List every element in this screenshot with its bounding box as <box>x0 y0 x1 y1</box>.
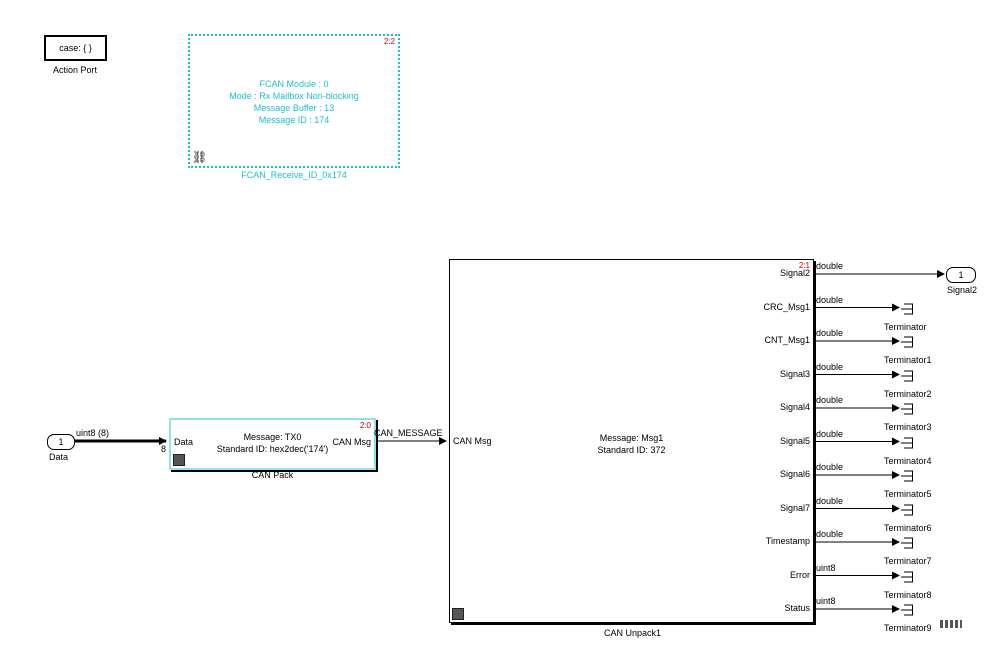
output-signal-type: double <box>816 395 844 405</box>
fcan-mode-line: Mode : Rx Mailbox Non-blocking <box>229 91 359 101</box>
bus-width-label: 8 <box>161 444 167 454</box>
can-pack-output-port: CAN Msg <box>332 437 371 447</box>
can-unpack-output-port: Status <box>784 603 810 613</box>
terminator-block[interactable] <box>901 469 913 482</box>
terminator-icon <box>901 437 913 448</box>
can-unpack-params: Message: Msg1 Standard ID: 372 <box>450 432 813 456</box>
link-icon: ⛓ <box>192 150 208 164</box>
can-pack-input-port: Data <box>174 437 194 447</box>
terminator-label: Terminator3 <box>884 422 932 432</box>
can-unpack-output-port: Timestamp <box>765 536 810 546</box>
output-signal-type: double <box>816 495 844 506</box>
terminator-label: Terminator4 <box>884 455 932 466</box>
output-signal-type: double <box>816 261 844 271</box>
terminator-label: Terminator8 <box>884 589 932 600</box>
inport-data-type: uint8 (8) <box>76 428 110 438</box>
can-pack-message-line: Message: TX0 <box>243 432 302 442</box>
fcan-receive-block[interactable]: 2:2 FCAN Module : 0 Mode : Rx Mailbox No… <box>188 34 400 168</box>
action-port-block[interactable]: case: { } <box>44 35 107 61</box>
can-pack-icon <box>173 454 185 466</box>
output-signal-type: double <box>816 529 844 539</box>
terminator-block[interactable] <box>901 536 913 549</box>
action-port-label: Action Port <box>52 65 98 75</box>
resize-grip-icon[interactable] <box>940 620 962 628</box>
terminator-label: Terminator <box>884 321 927 332</box>
output-signal-type: double <box>816 328 844 338</box>
can-unpack-output-port: Signal4 <box>779 402 810 412</box>
output-signal-type: double <box>816 428 844 439</box>
output-signal-type: double <box>816 361 844 372</box>
can-pack-tag: 2:0 <box>359 421 371 430</box>
output-signal-type: double <box>816 294 844 305</box>
can-unpack-block[interactable]: 2:1 CAN Msg Message: Msg1 Standard ID: 3… <box>449 259 814 623</box>
can-unpack-output-port: Signal3 <box>779 368 810 379</box>
fcan-msgid-line: Message ID : 174 <box>258 115 330 125</box>
can-unpack-output-port: CRC_Msg1 <box>763 301 810 312</box>
fcan-receive-label: FCAN_Receive_ID_0x174 <box>241 170 347 180</box>
terminator-icon <box>901 537 913 549</box>
terminator-icon <box>901 571 913 582</box>
can-pack-block[interactable]: 2:0 Data CAN Msg Message: TX0 Standard I… <box>169 418 376 470</box>
terminator-icon <box>901 336 913 348</box>
terminator-block[interactable] <box>901 570 913 582</box>
terminator-block[interactable] <box>901 402 913 415</box>
can-pack-label: CAN Pack <box>251 470 294 480</box>
output-signal-type: uint8 <box>816 562 836 573</box>
terminator-icon <box>901 504 913 515</box>
terminator-block[interactable] <box>901 603 913 616</box>
can-unpack-input-port: CAN Msg <box>453 436 492 446</box>
terminator-block[interactable] <box>901 302 913 314</box>
terminator-icon <box>901 303 913 314</box>
terminator-label: Terminator2 <box>884 388 932 399</box>
outport-signal2-number: 1 <box>958 270 964 280</box>
output-signal-type: uint8 <box>816 596 836 606</box>
can-unpack-output-port: CNT_Msg1 <box>764 335 810 345</box>
fcan-buffer-line: Message Buffer : 13 <box>253 103 335 113</box>
terminator-label: Terminator5 <box>884 489 932 499</box>
can-unpack-output-port: Error <box>790 569 810 580</box>
inport-data-label: Data <box>49 452 69 462</box>
can-pack-params: Message: TX0 Standard ID: hex2dec('174') <box>171 431 374 455</box>
can-unpack-output-port: Signal2 <box>779 268 810 278</box>
terminator-label: Terminator9 <box>884 623 932 633</box>
terminator-block[interactable] <box>901 503 913 515</box>
terminator-icon <box>901 470 913 482</box>
can-unpack-icon <box>452 608 464 620</box>
terminator-label: Terminator7 <box>884 556 932 566</box>
can-pack-id-line: Standard ID: hex2dec('174') <box>216 444 329 454</box>
terminator-icon <box>901 370 913 381</box>
can-unpack-message-line: Message: Msg1 <box>599 433 664 443</box>
terminator-icon <box>901 403 913 415</box>
terminator-block[interactable] <box>901 335 913 348</box>
inport-data-number: 1 <box>58 437 64 447</box>
fcan-receive-params: FCAN Module : 0 Mode : Rx Mailbox Non-bl… <box>190 78 398 126</box>
terminator-block[interactable] <box>901 369 913 381</box>
terminator-label: Terminator1 <box>884 355 932 365</box>
can-unpack-output-port: Signal5 <box>779 435 810 446</box>
can-unpack-output-port: Signal6 <box>779 469 810 479</box>
fcan-module-line: FCAN Module : 0 <box>259 79 329 89</box>
action-port-text: case: { } <box>59 43 92 53</box>
can-unpack-label: CAN Unpack1 <box>603 628 662 638</box>
output-signal-type: double <box>816 462 844 472</box>
can-unpack-tag: 2:1 <box>798 261 810 270</box>
fcan-receive-tag: 2:2 <box>383 37 395 46</box>
terminator-icon <box>901 604 913 616</box>
terminator-label: Terminator6 <box>884 522 932 533</box>
outport-signal2[interactable]: 1 <box>946 267 976 283</box>
can-unpack-output-port: Signal7 <box>779 502 810 513</box>
terminator-block[interactable] <box>901 436 913 448</box>
inport-data[interactable]: 1 <box>47 434 75 450</box>
outport-signal2-label: Signal2 <box>947 285 978 295</box>
can-message-signal-label: CAN_MESSAGE <box>374 428 443 438</box>
can-unpack-id-line: Standard ID: 372 <box>597 445 666 455</box>
